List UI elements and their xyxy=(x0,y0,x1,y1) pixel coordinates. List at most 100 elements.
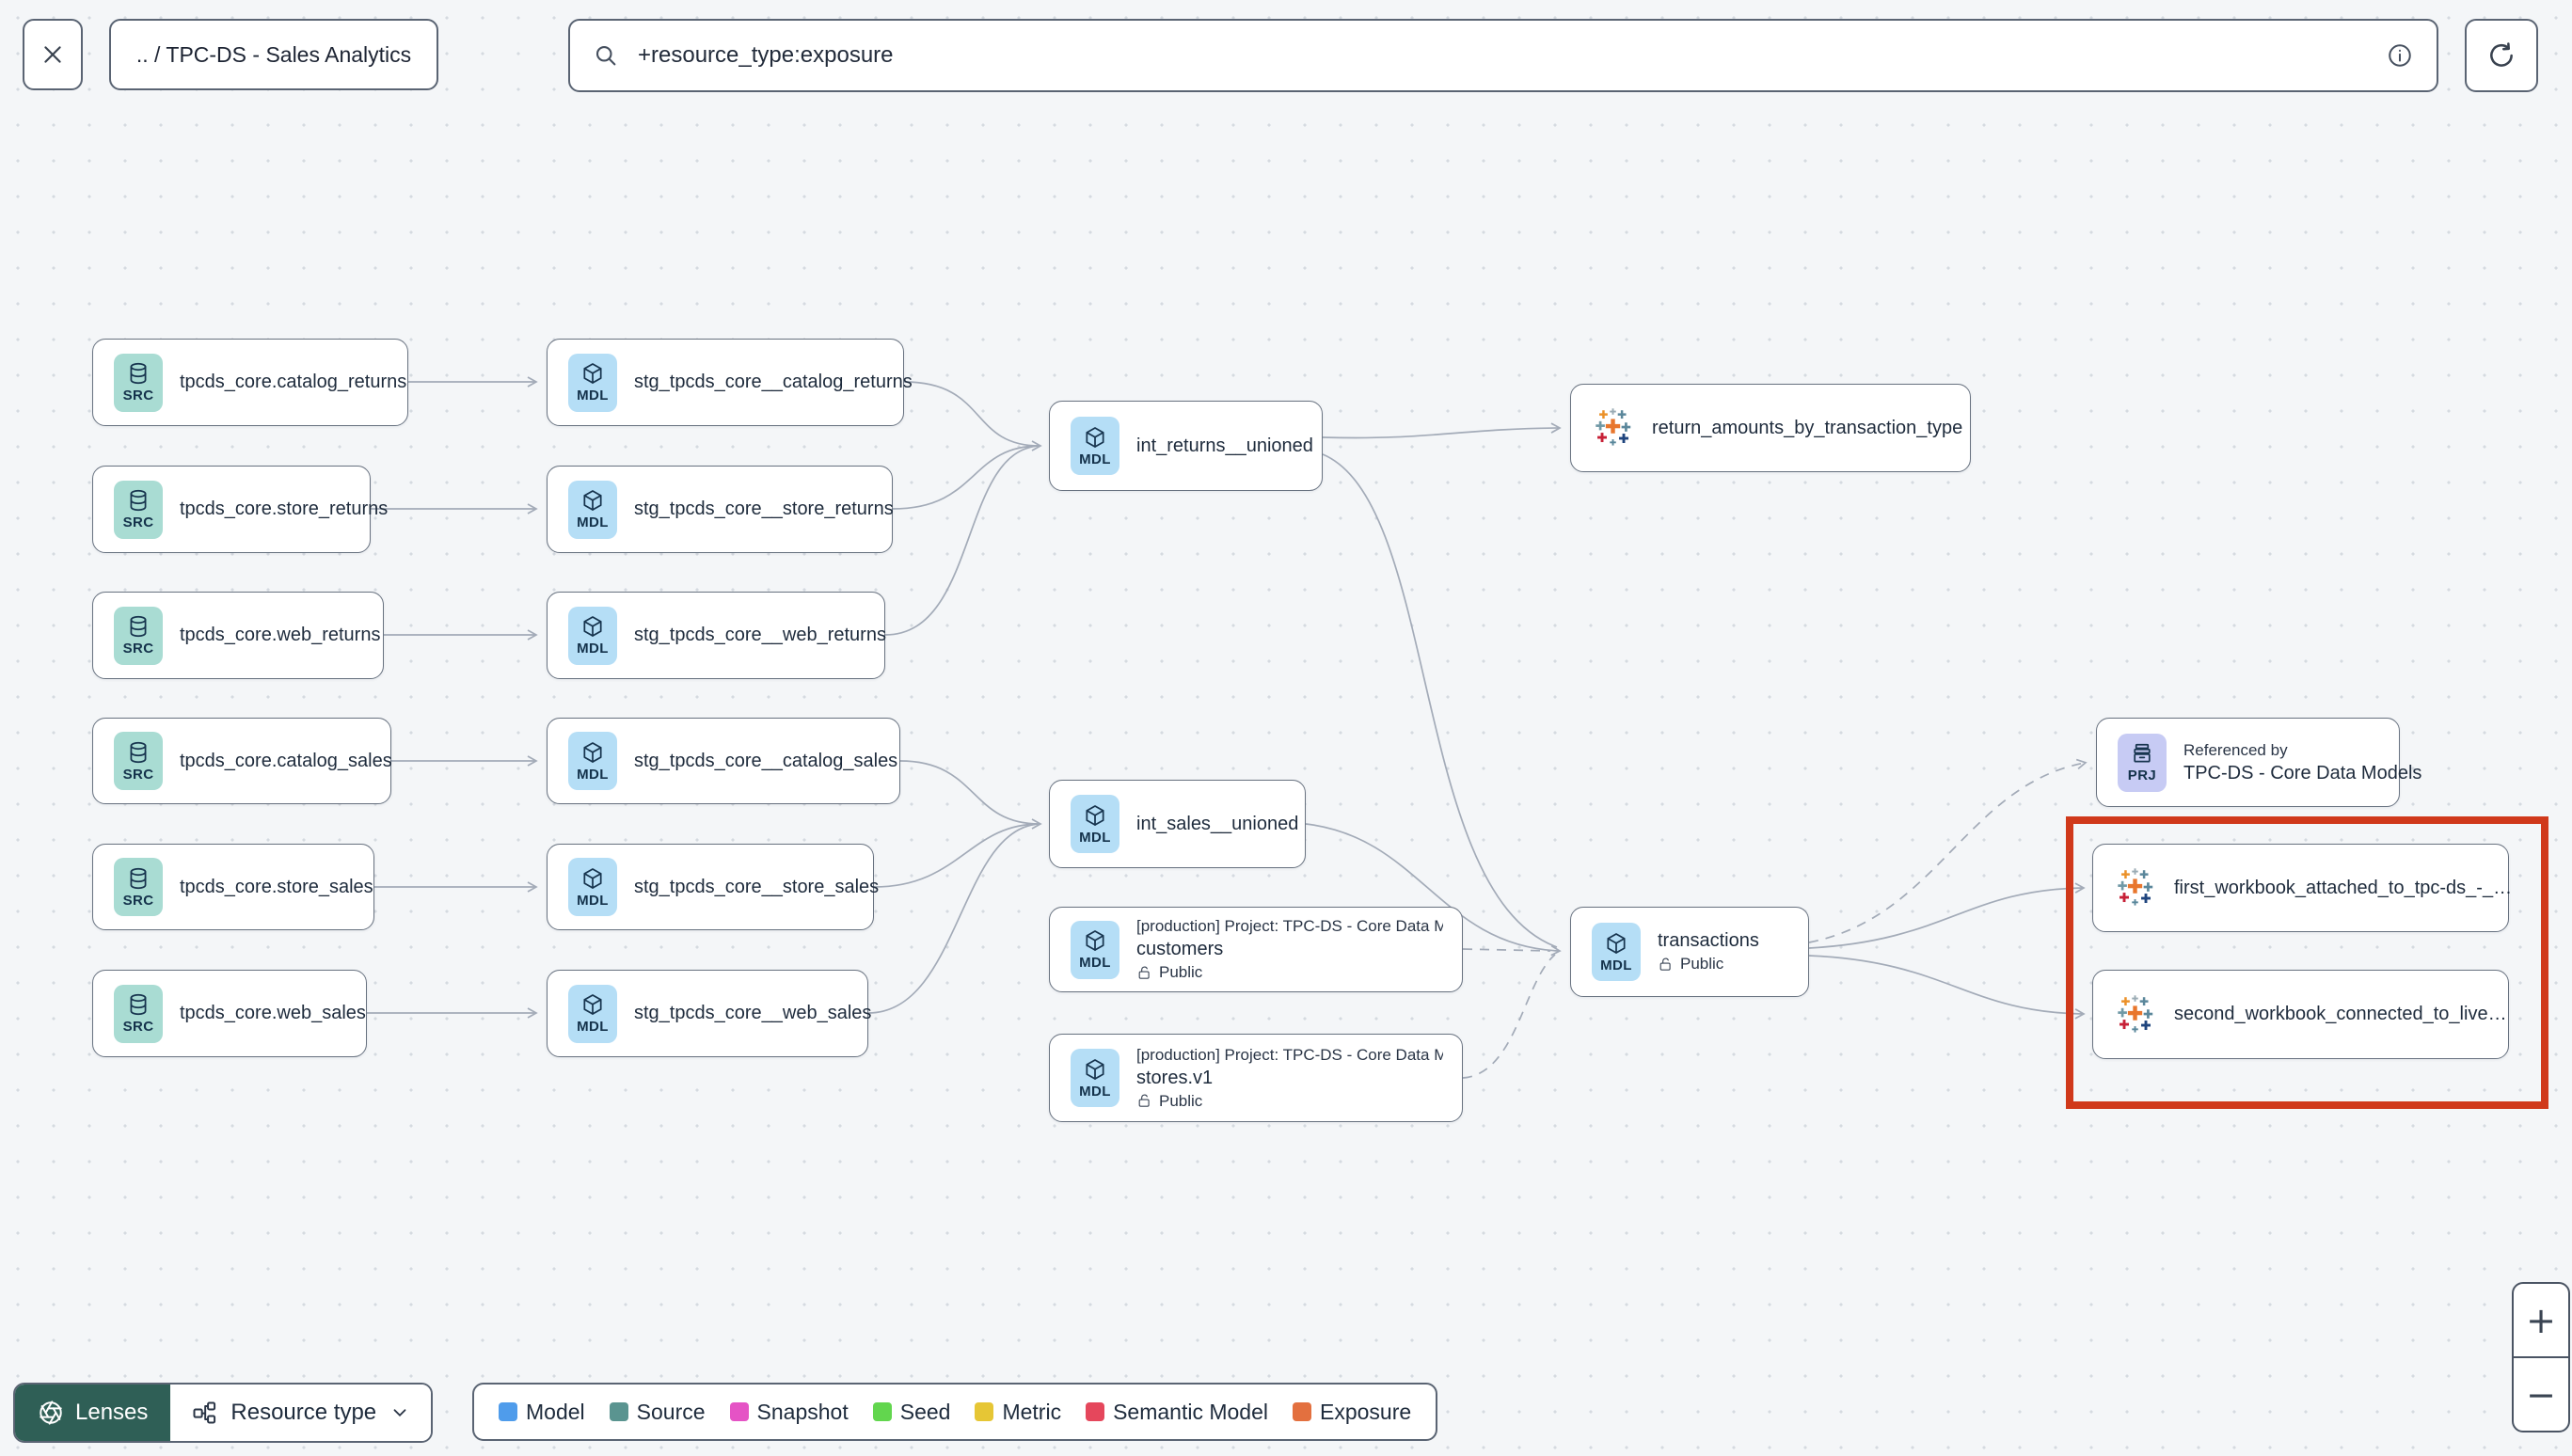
node-text: tpcds_core.catalog_returns xyxy=(180,372,406,393)
model-badge: MDL xyxy=(568,858,617,916)
legend-label: Snapshot xyxy=(756,1399,849,1424)
graph-node-src-store-returns[interactable]: SRC tpcds_core.store_returns xyxy=(92,466,389,553)
legend-item-model: Model xyxy=(499,1400,585,1425)
node-text: stg_tpcds_core__web_sales xyxy=(634,1003,871,1024)
graph-node-stg-store-sales[interactable]: MDL stg_tpcds_core__store_sales xyxy=(547,844,880,930)
model-badge: MDL xyxy=(1071,417,1119,475)
chevron-down-icon xyxy=(393,1409,406,1417)
cube-icon xyxy=(1607,932,1626,954)
graph-node-exp-workbook-2[interactable]: second_workbook_connected_to_live… xyxy=(2092,970,2509,1059)
model-badge-label: MDL xyxy=(1079,451,1111,467)
model-badge: MDL xyxy=(568,353,617,412)
node-access: Public xyxy=(1136,1092,1443,1111)
graph-node-exp-return-amounts[interactable]: return_amounts_by_transaction_type xyxy=(1570,384,1971,472)
project-badge-label: PRJ xyxy=(2127,768,2157,783)
database-icon xyxy=(130,615,147,638)
node-label: TPC-DS - Core Data Models xyxy=(2183,762,2422,783)
graph-node-stg-catalog-sales[interactable]: MDL stg_tpcds_core__catalog_sales xyxy=(547,718,900,804)
search-input[interactable] xyxy=(636,41,2369,70)
model-badge-label: MDL xyxy=(577,1019,609,1035)
resource-type-label: Resource type xyxy=(230,1400,377,1425)
node-label: stg_tpcds_core__store_sales xyxy=(634,876,880,897)
resource-type-icon xyxy=(193,1401,216,1424)
access-label: Public xyxy=(1159,963,1203,981)
legend-item-metric: Metric xyxy=(975,1400,1061,1425)
graph-node-mdl-stores[interactable]: MDL[production] Project: TPC-DS - Core D… xyxy=(1049,1034,1463,1122)
cube-icon xyxy=(583,867,602,889)
node-subtitle: Referenced by xyxy=(2183,740,2288,759)
source-badge: SRC xyxy=(114,984,163,1043)
graph-node-mdl-customers[interactable]: MDL [production] Project: TPC-DS - Core D… xyxy=(1049,907,1463,992)
node-access: Public xyxy=(1136,963,1443,982)
source-badge-label: SRC xyxy=(122,1019,154,1035)
access-label: Public xyxy=(1159,1091,1203,1110)
legend-item-exposure: Exposure xyxy=(1293,1400,1411,1425)
legend-swatch xyxy=(499,1402,517,1421)
graph-node-src-catalog-sales[interactable]: SRC tpcds_core.catalog_sales xyxy=(92,718,392,804)
legend-swatch xyxy=(1086,1402,1105,1421)
refresh-button[interactable] xyxy=(2465,19,2538,92)
model-badge-label: MDL xyxy=(577,892,609,909)
model-badge-label: MDL xyxy=(1079,955,1111,971)
close-button[interactable] xyxy=(23,19,83,90)
graph-node-prj-core[interactable]: PRJ Referenced by TPC-DS - Core Data Model… xyxy=(2096,718,2422,807)
node-text: [production] Project: TPC-DS - Core Data… xyxy=(1136,1046,1443,1111)
model-badge-label: MDL xyxy=(1600,957,1632,973)
zoom-out-button[interactable]: − xyxy=(2514,1358,2568,1431)
node-label: stg_tpcds_core__store_returns xyxy=(634,499,894,519)
node-label: stg_tpcds_core__web_returns xyxy=(634,625,886,645)
selection-highlight-box xyxy=(2066,816,2548,1109)
legend-label: Model xyxy=(526,1399,585,1424)
node-label: stg_tpcds_core__catalog_sales xyxy=(634,750,898,771)
info-icon[interactable] xyxy=(2386,41,2414,70)
breadcrumb[interactable]: .. / TPC-DS - Sales Analytics xyxy=(109,19,438,90)
node-text: stg_tpcds_core__store_sales xyxy=(634,876,880,898)
project-badge: PRJ xyxy=(2118,733,2167,792)
view-controls: Lenses Resource type xyxy=(13,1383,434,1443)
node-label: first_workbook_attached_to_tpc-ds_-_… xyxy=(2174,877,2513,898)
node-text: [production] Project: TPC-DS - Core Data… xyxy=(1136,917,1443,982)
cube-icon xyxy=(1086,804,1104,826)
model-badge-label: MDL xyxy=(577,766,609,783)
lock-open-icon xyxy=(1659,957,1671,971)
zoom-in-button[interactable]: + xyxy=(2514,1284,2568,1356)
node-label: tpcds_core.web_returns xyxy=(180,625,381,645)
node-text: tpcds_core.catalog_sales xyxy=(180,751,392,772)
node-label: tpcds_core.store_returns xyxy=(180,499,389,519)
cube-icon xyxy=(583,741,602,763)
node-access: Public xyxy=(1658,955,1759,973)
lock-open-icon xyxy=(1138,1094,1150,1107)
model-badge: MDL xyxy=(1071,795,1119,853)
graph-node-src-store-sales[interactable]: SRC tpcds_core.store_sales xyxy=(92,844,374,930)
graph-node-exp-workbook-1[interactable]: first_workbook_attached_to_tpc-ds_-_… xyxy=(2092,844,2513,932)
lenses-button[interactable]: Lenses xyxy=(15,1385,171,1441)
legend-swatch xyxy=(729,1402,749,1421)
node-label: tpcds_core.store_sales xyxy=(180,876,373,897)
search-icon xyxy=(595,45,616,66)
legend-label: Exposure xyxy=(1320,1399,1412,1424)
graph-node-stg-web-sales[interactable]: MDL stg_tpcds_core__web_sales xyxy=(547,970,871,1057)
node-text: tpcds_core.web_returns xyxy=(180,625,381,646)
node-text: stg_tpcds_core__catalog_sales xyxy=(634,750,898,772)
source-badge: SRC xyxy=(114,858,163,916)
cube-icon xyxy=(583,616,602,637)
source-badge: SRC xyxy=(114,732,163,790)
model-badge: MDL xyxy=(1592,923,1641,981)
node-project-label: [production] Project: TPC-DS - Core Data… xyxy=(1136,1045,1443,1064)
source-badge: SRC xyxy=(114,480,163,539)
resource-type-dropdown[interactable]: Resource type xyxy=(170,1385,432,1441)
cube-icon xyxy=(583,490,602,511)
legend-label: Semantic Model xyxy=(1113,1399,1268,1424)
database-icon xyxy=(130,741,147,763)
node-label: stores.v1 xyxy=(1136,1067,1214,1088)
legend-item-semantic-model: Semantic Model xyxy=(1086,1400,1268,1425)
